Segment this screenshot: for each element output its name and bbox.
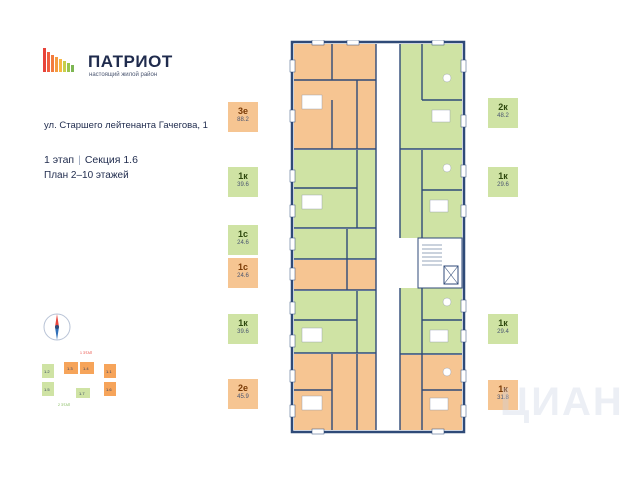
apartment-2k-zone xyxy=(400,44,462,149)
apartment-1k-right3-zone xyxy=(400,355,462,430)
apartment-1k-left2-zone xyxy=(294,291,376,353)
compass-icon xyxy=(43,313,71,341)
apartment-badge[interactable]: 2е 45.9 xyxy=(228,379,258,409)
brand-slogan: настоящий жилой район xyxy=(89,72,158,78)
apartment-badge[interactable]: 1к 31.8 xyxy=(488,380,518,410)
apartment-area: 39.6 xyxy=(237,329,249,335)
apartment-type: 1к xyxy=(238,318,248,328)
key-plan-section: 1.7 xyxy=(79,391,85,396)
apartment-type: 1к xyxy=(498,384,508,394)
apartment-area: 24.6 xyxy=(237,240,249,246)
apartment-type: 1к xyxy=(498,171,508,181)
brand-name: ПАТРИОТ xyxy=(88,52,173,71)
apartment-area: 29.4 xyxy=(497,329,509,335)
apartment-area: 39.6 xyxy=(237,182,249,188)
apartment-badge[interactable]: 1к 29.4 xyxy=(488,314,518,344)
apartment-area: 29.6 xyxy=(497,182,509,188)
apartment-area: 31.8 xyxy=(497,395,509,401)
apartment-2e-zone xyxy=(294,354,376,430)
key-plan-section: 1.4 xyxy=(83,366,89,371)
address: ул. Старшего лейтенанта Гачегова, 1 xyxy=(44,120,208,131)
apartment-area: 88.2 xyxy=(237,117,249,123)
key-plan-top-label: 1 ЭТАП xyxy=(80,351,93,355)
apartment-badge[interactable]: 1к 39.6 xyxy=(228,167,258,197)
key-plan-section: 1.2 xyxy=(44,369,50,374)
apartment-area: 24.6 xyxy=(237,273,249,279)
watermark: ЦИАН xyxy=(500,380,624,424)
apartment-badge[interactable]: 2к 48.2 xyxy=(488,98,518,128)
logo-icon xyxy=(43,48,74,72)
key-plan-bottom-label: 2 ЭТАП xyxy=(58,403,71,407)
apartment-badge[interactable]: 1с 24.6 xyxy=(228,258,258,288)
floors-caption: План 2–10 этажей xyxy=(44,170,129,181)
apartment-badge[interactable]: 3е 88.2 xyxy=(228,102,258,132)
apartment-badge[interactable]: 1с 24.6 xyxy=(228,225,258,255)
key-plan-section: 1.1 xyxy=(106,369,112,374)
apartment-1c-green-zone xyxy=(294,229,376,259)
stage-label: 1 этап xyxy=(44,154,75,166)
apartment-type: 1к xyxy=(238,171,248,181)
floor-plan xyxy=(289,40,467,435)
key-plan-section: 1.6 xyxy=(106,387,112,392)
apartment-type: 2е xyxy=(237,383,248,393)
apartment-area: 48.2 xyxy=(497,113,509,119)
stage-section-line: 1 этап|Секция 1.6 xyxy=(44,154,138,166)
apartment-badge[interactable]: 1к 39.6 xyxy=(228,314,258,344)
apartment-type: 3е xyxy=(237,106,248,116)
apartment-type: 1с xyxy=(237,229,248,239)
key-plan-section: 1.5 xyxy=(44,387,50,392)
apartment-1k-right2-zone xyxy=(400,288,462,354)
apartment-1k-left-zone xyxy=(294,150,376,228)
section-label: Секция 1.6 xyxy=(84,154,138,166)
key-plan-section: 1.3 xyxy=(67,366,73,371)
apartment-area: 45.9 xyxy=(237,394,249,400)
apartment-type: 2к xyxy=(498,102,508,112)
apartment-type: 1к xyxy=(498,318,508,328)
apartment-1c-orange-zone xyxy=(294,260,376,290)
apartment-badge[interactable]: 1к 29.6 xyxy=(488,167,518,197)
apartment-type: 1с xyxy=(237,262,248,272)
key-plan: 1 ЭТАП 1.2 1.3 1.4 1.1 1.5 1.7 1.6 2 ЭТА… xyxy=(42,351,116,407)
apartment-1k-right-zone xyxy=(400,150,462,238)
